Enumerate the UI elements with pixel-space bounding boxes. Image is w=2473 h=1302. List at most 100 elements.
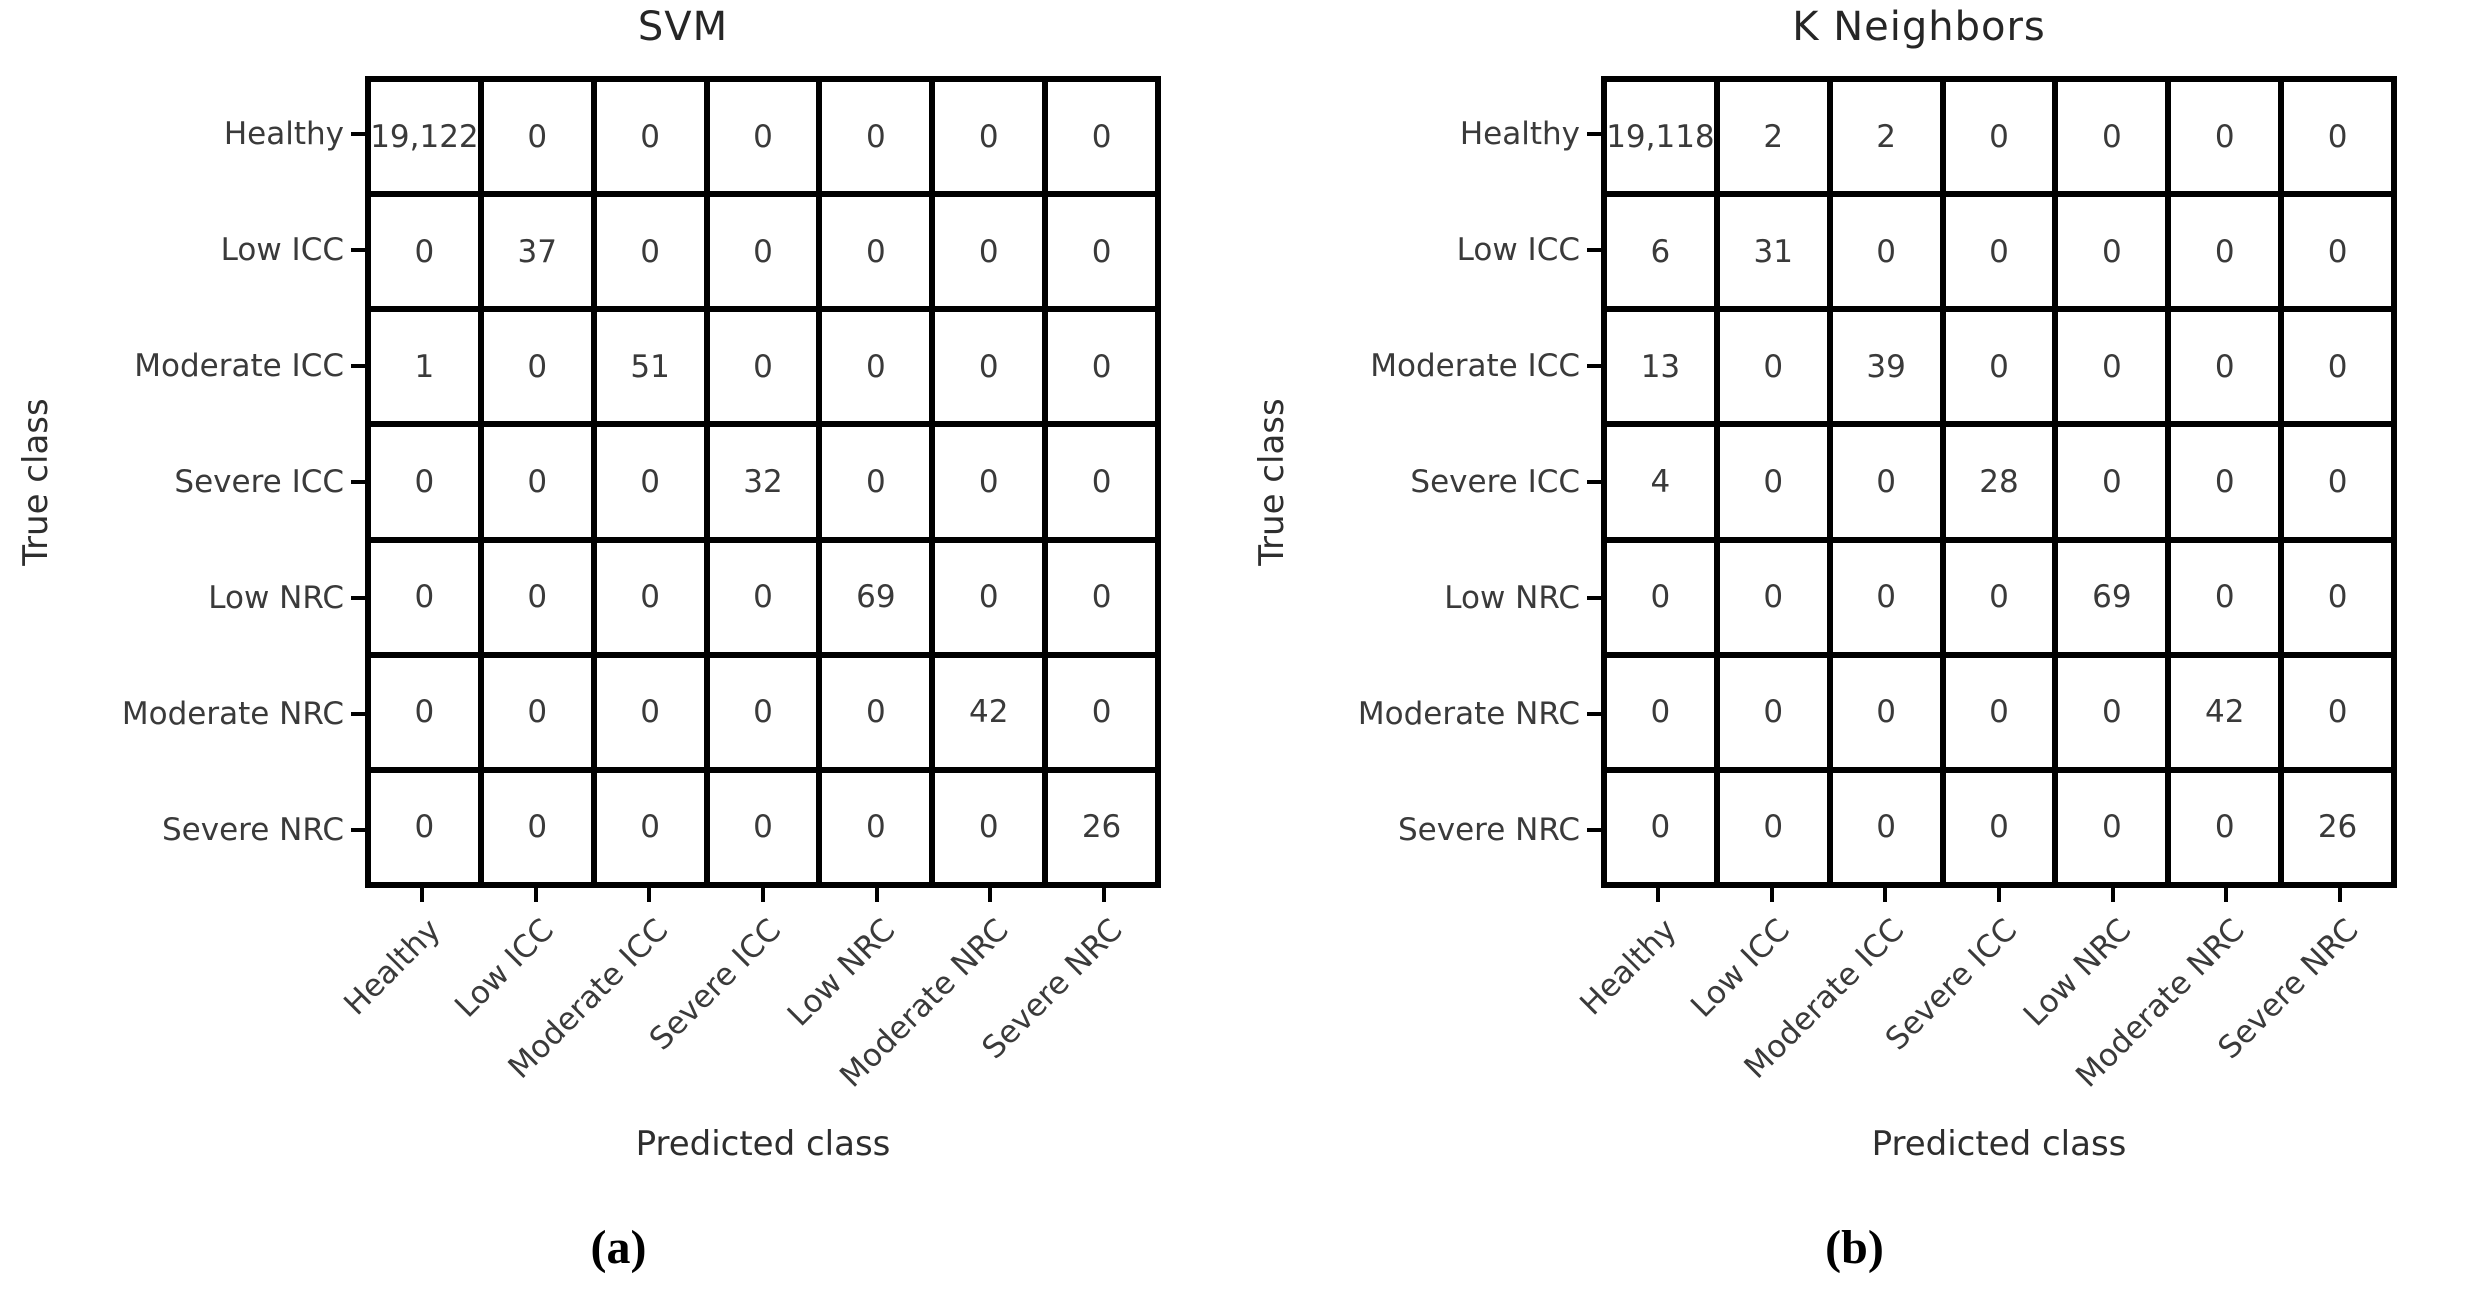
x-tick-mark: [1769, 888, 1774, 902]
matrix-cell-r3c6: 0: [1045, 424, 1158, 540]
x-tick-mark: [2110, 888, 2115, 902]
tick-cell: [2170, 888, 2284, 904]
tick-cell: [1715, 888, 1829, 904]
x-tick-mark: [1655, 888, 1660, 902]
matrix-cell-r3c1: 0: [1716, 424, 1830, 540]
ytick-label: Low ICC: [220, 232, 344, 268]
ytick-label: Healthy: [223, 116, 344, 152]
xtick-label: Severe NRC: [975, 912, 1130, 1067]
tick-cell: [2283, 888, 2397, 904]
matrix-cell-r3c2: 0: [1829, 424, 1943, 540]
y-tick-mark: [351, 596, 365, 600]
tick-cell: [350, 424, 365, 540]
tick-cell: [350, 76, 365, 192]
x-axis-label: Predicted class: [1871, 1124, 2127, 1164]
matrix-cell-r2c5: 0: [2168, 309, 2282, 425]
matrix-cell-r5c3: 0: [706, 654, 820, 770]
matrix-cell-r3c4: 0: [819, 424, 933, 540]
matrix-cell-r0c0: 19,118: [1604, 79, 1717, 195]
tick-cell: [592, 888, 706, 904]
y-tick-mark: [1587, 712, 1601, 716]
y-tick-mark: [351, 828, 365, 832]
y-tick-marks: [350, 76, 365, 888]
matrix-cell-r4c6: 0: [2281, 539, 2394, 655]
ytick-label: Low NRC: [208, 580, 344, 616]
y-tick-marks: [1586, 76, 1601, 888]
plot-title-k-neighbors: K Neighbors: [1792, 4, 2046, 50]
matrix-cell-r1c3: 0: [706, 194, 820, 310]
x-tick-mark: [2338, 888, 2343, 902]
matrix-cell-r0c3: 0: [706, 79, 820, 195]
tick-cell: [350, 192, 365, 308]
ytick-label: Severe NRC: [162, 812, 344, 848]
matrix-cell-r1c2: 0: [593, 194, 707, 310]
x-tick-mark: [419, 888, 424, 902]
matrix-cell-r5c2: 0: [1829, 654, 1943, 770]
tick-cell: [1828, 888, 1942, 904]
x-tick-mark: [647, 888, 652, 902]
y-tick-mark: [351, 364, 365, 368]
matrix-cell-r4c5: 0: [2168, 539, 2282, 655]
matrix-cell-r5c0: 0: [1604, 654, 1717, 770]
y-tick-mark: [351, 712, 365, 716]
matrix-cell-r6c6: 26: [1045, 769, 1158, 885]
matrix-cell-r4c2: 0: [1829, 539, 1943, 655]
matrix-cell-r2c0: 1: [368, 309, 481, 425]
y-tick-mark: [1587, 480, 1601, 484]
matrix-cell-r5c4: 0: [2055, 654, 2169, 770]
matrix-cell-r0c1: 0: [480, 79, 594, 195]
matrix-cell-r3c3: 28: [1942, 424, 2056, 540]
matrix-cell-r1c1: 37: [480, 194, 594, 310]
ytick-label: Severe ICC: [1410, 464, 1580, 500]
matrix-cell-r3c1: 0: [480, 424, 594, 540]
matrix-cell-r5c2: 0: [593, 654, 707, 770]
matrix-cell-r4c1: 0: [480, 539, 594, 655]
tick-cell: [350, 308, 365, 424]
matrix-cell-r0c1: 2: [1716, 79, 1830, 195]
tick-cell: [1586, 192, 1601, 308]
ytick-label: Low NRC: [1444, 580, 1580, 616]
ytick-label: Low ICC: [1456, 232, 1580, 268]
tick-cell: [1942, 888, 2056, 904]
matrix-cell-r4c4: 69: [2055, 539, 2169, 655]
y-tick-mark: [1587, 828, 1601, 832]
matrix-cell-r6c0: 0: [1604, 769, 1717, 885]
matrix-cell-r6c1: 0: [480, 769, 594, 885]
tick-cell: [350, 540, 365, 656]
matrix-cell-r4c2: 0: [593, 539, 707, 655]
matrix-cell-r6c0: 0: [368, 769, 481, 885]
matrix-cell-r4c3: 0: [706, 539, 820, 655]
ytick-label: Moderate ICC: [134, 348, 344, 384]
y-tick-mark: [351, 248, 365, 252]
matrix-cell-r5c0: 0: [368, 654, 481, 770]
matrix-cell-r2c0: 13: [1604, 309, 1717, 425]
matrix-cell-r2c1: 0: [480, 309, 594, 425]
matrix-cell-r6c6: 26: [2281, 769, 2394, 885]
xtick-label: Healthy: [336, 912, 448, 1023]
tick-cell: [1586, 308, 1601, 424]
matrix-cell-r3c5: 0: [932, 424, 1046, 540]
x-tick-mark: [1997, 888, 2002, 902]
matrix-cell-r3c0: 0: [368, 424, 481, 540]
matrix-cell-r0c5: 0: [932, 79, 1046, 195]
x-axis-label: Predicted class: [635, 1124, 891, 1164]
matrix-cell-r1c0: 0: [368, 194, 481, 310]
y-tick-mark: [1587, 596, 1601, 600]
matrix-cell-r6c5: 0: [932, 769, 1046, 885]
ytick-label: Moderate NRC: [121, 696, 344, 732]
matrix-cell-r0c3: 0: [1942, 79, 2056, 195]
matrix-cell-r1c0: 6: [1604, 194, 1717, 310]
matrix-cell-r4c5: 0: [932, 539, 1046, 655]
tick-cell: [1586, 656, 1601, 772]
tick-cell: [350, 772, 365, 888]
matrix-cell-r0c2: 0: [593, 79, 707, 195]
matrix-cell-r3c3: 32: [706, 424, 820, 540]
matrix-cell-r0c6: 0: [1045, 79, 1158, 195]
matrix-cell-r3c5: 0: [2168, 424, 2282, 540]
